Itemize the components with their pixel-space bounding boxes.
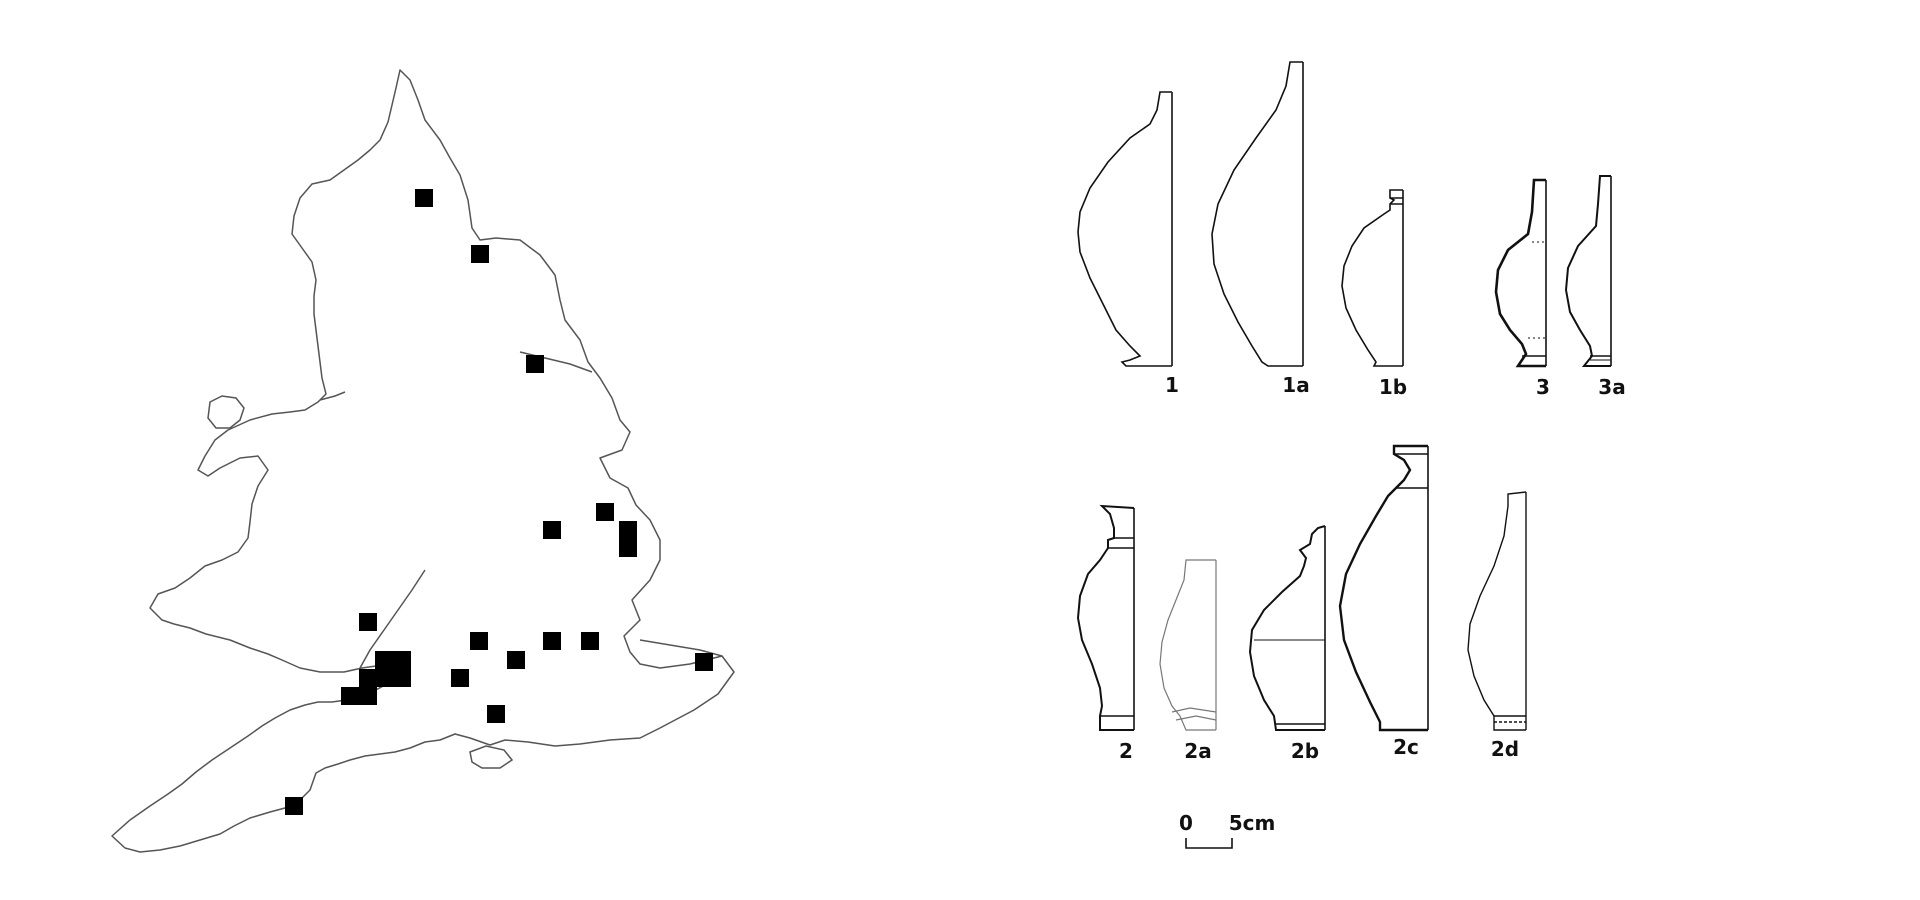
site-marker	[393, 651, 411, 669]
scale-bar-max-label: 5cm	[1229, 811, 1276, 835]
vessel-profile-2a	[1159, 559, 1217, 731]
site-marker	[543, 521, 561, 539]
vessel-label-1b: 1b	[1379, 375, 1407, 399]
scale-bar-zero-label: 0	[1179, 811, 1193, 835]
vessel-profiles	[1076, 61, 1612, 732]
site-marker	[470, 632, 488, 650]
scale-bar: 0 5cm	[1179, 811, 1276, 849]
vessel-labels: 1 1a 1b 3 3a 2 2a 2b 2c 2d	[1119, 373, 1626, 763]
vessel-label-3a: 3a	[1598, 375, 1625, 399]
site-marker	[695, 653, 713, 671]
site-marker	[526, 355, 544, 373]
site-markers	[285, 189, 713, 815]
vessel-label-2b: 2b	[1291, 739, 1319, 763]
site-marker	[619, 539, 637, 557]
vessel-profile-1a	[1211, 61, 1304, 367]
site-marker	[543, 632, 561, 650]
site-marker	[619, 521, 637, 539]
vessel-label-1: 1	[1165, 373, 1179, 397]
severn-estuary-line	[359, 569, 426, 669]
vessel-profile-2c	[1338, 444, 1429, 732]
site-marker	[285, 797, 303, 815]
vessel-profile-1	[1077, 91, 1173, 367]
site-marker	[487, 705, 505, 723]
site-marker	[341, 687, 359, 705]
mersey-estuary-line	[319, 391, 346, 401]
site-marker	[393, 669, 411, 687]
site-marker	[507, 651, 525, 669]
vessel-profile-3	[1494, 178, 1547, 368]
site-marker	[375, 651, 393, 669]
vessel-label-2d: 2d	[1491, 737, 1519, 761]
site-marker	[359, 687, 377, 705]
site-marker	[359, 669, 377, 687]
vessel-profile-2b	[1248, 525, 1326, 731]
vessel-label-2a: 2a	[1184, 739, 1211, 763]
england-wales-map	[111, 69, 735, 853]
site-marker	[359, 613, 377, 631]
vessel-profile-2	[1076, 504, 1135, 731]
vessel-profile-3a	[1564, 175, 1612, 367]
site-marker	[375, 669, 393, 687]
vessel-profile-1b	[1341, 189, 1404, 367]
mainland-outline	[111, 69, 735, 853]
vessel-label-3: 3	[1536, 375, 1550, 399]
site-marker	[471, 245, 489, 263]
site-marker	[451, 669, 469, 687]
scale-bar-line	[1185, 838, 1233, 849]
vessel-label-2c: 2c	[1393, 735, 1419, 759]
vessel-label-2: 2	[1119, 739, 1133, 763]
vessel-profile-2d	[1467, 491, 1527, 731]
anglesey-outline	[207, 395, 245, 429]
site-marker	[415, 189, 433, 207]
vessel-label-1a: 1a	[1282, 373, 1309, 397]
isle-of-wight-outline	[469, 745, 514, 769]
site-marker	[581, 632, 599, 650]
site-marker	[596, 503, 614, 521]
